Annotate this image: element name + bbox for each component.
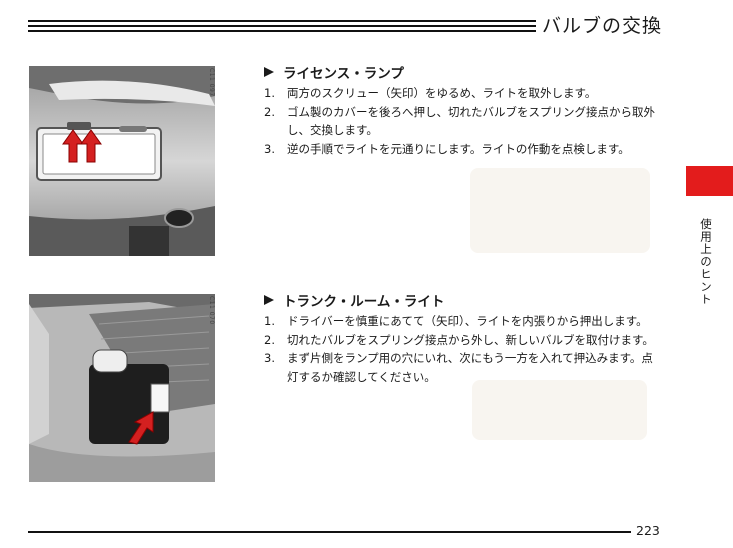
header-rule: [28, 25, 536, 27]
step-list: 1. 両方のスクリュー（矢印）をゆるめ、ライトを取外します。 2. ゴム製のカバ…: [262, 84, 672, 158]
show-through-shadow: [470, 168, 650, 253]
page-title: バルブの交換: [542, 15, 663, 37]
chapter-tab-marker: [686, 166, 733, 196]
trunk-light-photo: [29, 294, 215, 482]
step-text: 逆の手順でライトを元通りにします。ライトの作動を点検します。: [287, 141, 630, 156]
section-title: トランク・ルーム・ライト: [283, 294, 445, 310]
section-bullet-icon: [262, 293, 276, 307]
step-item: 3. 逆の手順でライトを元通りにします。ライトの作動を点検します。: [262, 140, 672, 159]
step-number: 3.: [264, 141, 275, 156]
step-text: 切れたバルブをスプリング接点から外し、新しいバルブを取付けます。: [287, 332, 654, 347]
header-rule: [28, 30, 536, 32]
figure-code: C11 070: [208, 296, 215, 325]
section-title: ライセンス・ランプ: [283, 66, 404, 82]
step-item: 3. まず片側をランプ用の穴にいれ、次にもう一方を入れて押込みます。点灯するか確…: [262, 349, 672, 386]
step-number: 1.: [264, 86, 275, 100]
step-text: ゴム製のカバーを後ろへ押し、切れたバルブをスプリング接点から取外し、交換します。: [287, 104, 655, 138]
step-item: 2. ゴム製のカバーを後ろへ押し、切れたバルブをスプリング接点から取外し、交換し…: [262, 103, 672, 140]
step-number: 1.: [264, 314, 275, 328]
step-number: 2.: [264, 104, 275, 119]
license-lamp-section: ライセンス・ランプ 1. 両方のスクリュー（矢印）をゆるめ、ライトを取外します。…: [262, 62, 672, 158]
page-number: 223: [636, 523, 660, 538]
footer-rule: [28, 531, 631, 533]
step-item: 1. 両方のスクリュー（矢印）をゆるめ、ライトを取外します。: [262, 84, 672, 103]
figure-code: C11 097: [208, 68, 215, 97]
show-through-shadow: [472, 380, 647, 440]
section-heading: ライセンス・ランプ: [262, 62, 672, 82]
step-item: 2. 切れたバルブをスプリング接点から外し、新しいバルブを取付けます。: [262, 331, 672, 350]
chapter-tab-label: 使用上のヒント: [699, 218, 713, 306]
step-text: 両方のスクリュー（矢印）をゆるめ、ライトを取外します。: [287, 86, 597, 100]
trunk-light-section: トランク・ルーム・ライト 1. ドライバーを慎重にあてて（矢印）、ライトを内張り…: [262, 290, 672, 386]
section-heading: トランク・ルーム・ライト: [262, 290, 672, 310]
step-number: 3.: [264, 351, 275, 365]
license-lamp-photo: [29, 66, 215, 256]
step-text: まず片側をランプ用の穴にいれ、次にもう一方を入れて押込みます。点灯するか確認して…: [287, 351, 653, 384]
step-list: 1. ドライバーを慎重にあてて（矢印）、ライトを内張りから押出します。 2. 切…: [262, 312, 672, 386]
header-rule: [28, 20, 536, 22]
step-text: ドライバーを慎重にあてて（矢印）、ライトを内張りから押出します。: [287, 314, 648, 328]
section-bullet-icon: [262, 65, 276, 79]
step-number: 2.: [264, 332, 275, 347]
step-item: 1. ドライバーを慎重にあてて（矢印）、ライトを内張りから押出します。: [262, 312, 672, 331]
